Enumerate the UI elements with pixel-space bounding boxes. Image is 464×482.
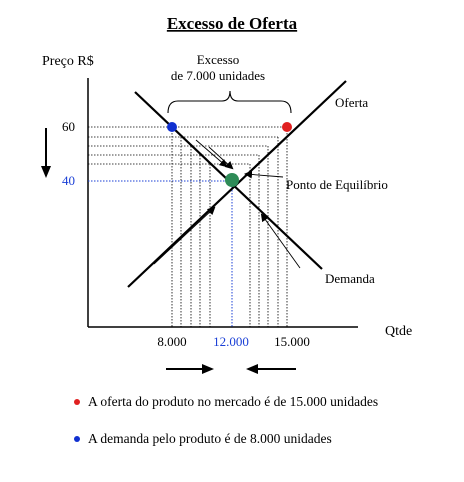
- quantity-tick-8000: 8.000: [157, 334, 186, 349]
- equilibrium-point: [225, 173, 239, 187]
- supply-label: Oferta: [335, 95, 368, 110]
- equilibrium-label: Ponto de Equilíbrio: [286, 177, 388, 192]
- legend-supply-text: A oferta do produto no mercado é de 15.0…: [88, 394, 379, 409]
- price-tick-40: 40: [62, 173, 75, 188]
- y-axis-label: Preço R$: [42, 54, 94, 69]
- demand-label: Demanda: [325, 271, 375, 286]
- x-axis-label: Qtde: [385, 324, 412, 339]
- quantity-right-arrow: [166, 364, 214, 374]
- legend-demand-text: A demanda pelo produto é de 8.000 unidad…: [88, 431, 332, 446]
- excess-label-line1: Excesso: [197, 52, 240, 67]
- lower-left-arrow: [153, 206, 216, 265]
- demand-point: [167, 122, 177, 132]
- legend-supply-dot: [74, 399, 80, 405]
- horizontal-guides: [88, 126, 287, 165]
- legend-supply: A oferta do produto no mercado é de 15.0…: [74, 394, 378, 410]
- excess-label-line2: de 7.000 unidades: [171, 68, 265, 83]
- upper-left-arrow-2: [208, 146, 234, 170]
- legend-demand-dot: [74, 436, 80, 442]
- quantity-left-arrow: [246, 364, 296, 374]
- excess-brace: [167, 90, 292, 114]
- legend-demand: A demanda pelo produto é de 8.000 unidad…: [74, 431, 332, 447]
- price-down-arrow: [41, 128, 51, 178]
- price-tick-60: 60: [62, 119, 75, 134]
- upper-left-arrow-1: [195, 139, 228, 168]
- diagram-title: Excesso de Oferta: [167, 14, 298, 33]
- supply-point: [282, 122, 292, 132]
- equilibrium-label-arrow: [244, 170, 284, 179]
- quantity-tick-12000: 12.000: [213, 334, 249, 349]
- lower-right-arrow: [260, 213, 301, 269]
- quantity-tick-15000: 15.000: [274, 334, 310, 349]
- vertical-guides: [171, 127, 288, 327]
